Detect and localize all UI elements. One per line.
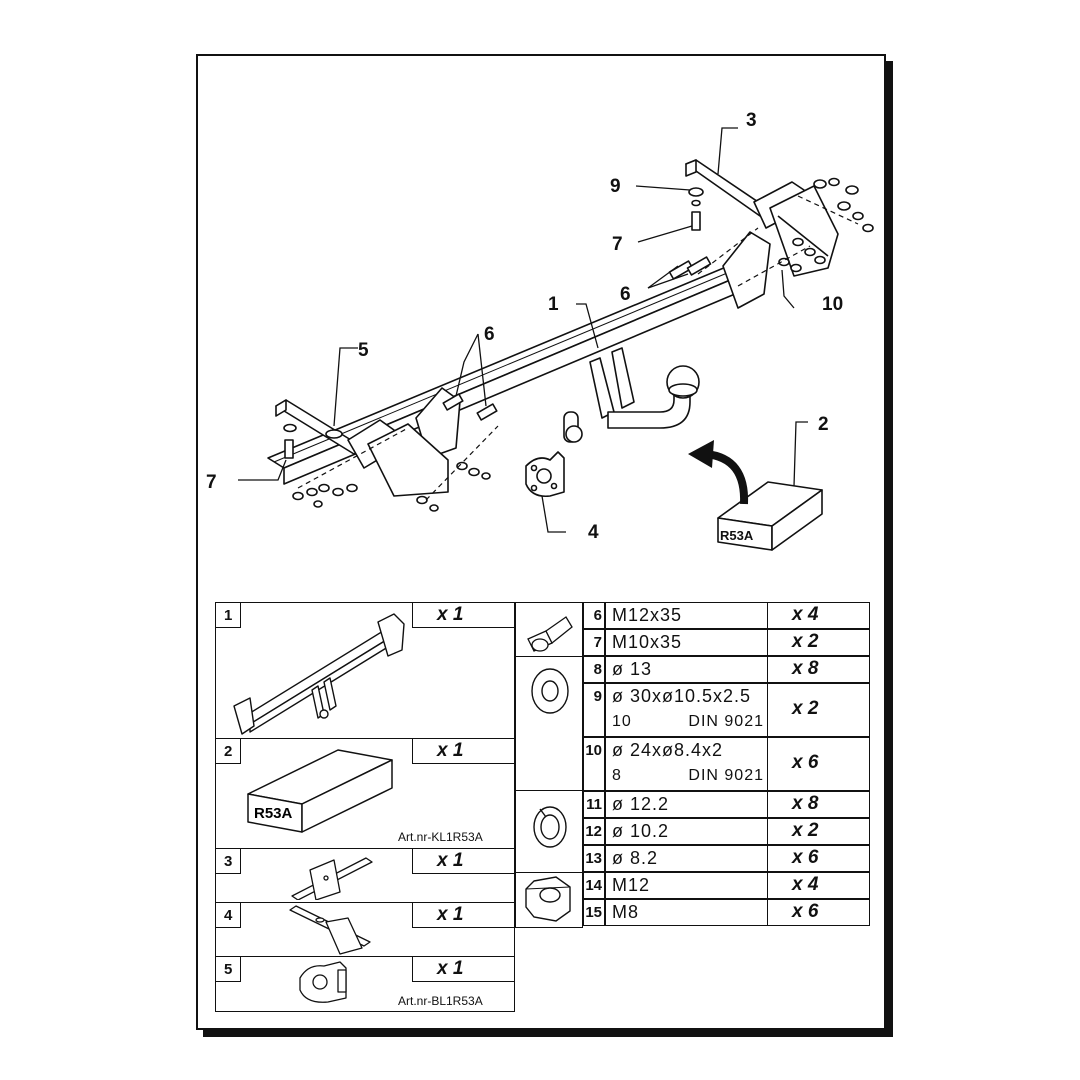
hardware-spec: ø 13: [612, 659, 653, 679]
hardware-quantity: x 2: [792, 698, 819, 719]
hardware-quantity: x 6: [792, 847, 819, 868]
callout-1: 1: [548, 294, 559, 315]
part-number: 2: [224, 743, 233, 760]
hardware-number: 8: [593, 661, 602, 678]
hardware-number: 12: [585, 823, 602, 840]
hex-nut-icon: [525, 876, 571, 922]
part-quantity: x 1: [437, 850, 464, 871]
hardware-spec: ø 8.2: [612, 848, 659, 868]
callout-7-left: 7: [206, 472, 217, 493]
kit-box-label: R53A: [720, 528, 754, 543]
hardware-row: ø 12.2: [605, 791, 769, 818]
part-quantity: x 1: [437, 904, 464, 925]
hardware-row: ø 13: [605, 656, 769, 683]
socket-plate-thumbnail: [299, 961, 347, 1003]
hardware-quantity: x 8: [792, 793, 819, 814]
hardware-spec: M8: [612, 902, 640, 922]
callout-9: 9: [610, 176, 621, 197]
hardware-number: 10: [585, 742, 602, 759]
hardware-spec: ø 24xø8.4x2: [612, 740, 724, 760]
hardware-spec: ø 30xø10.5x2.5: [612, 686, 752, 706]
kit-box-thumbnail: R53A: [247, 749, 393, 833]
callout-4: 5: [358, 340, 369, 361]
bracket-3-thumbnail: [291, 857, 373, 900]
kit-box-thumbnail-label: R53A: [254, 805, 293, 822]
hardware-left: [292, 461, 491, 512]
callout-3: 3: [746, 110, 757, 131]
article-number: Art.nr-KL1R53A: [398, 830, 483, 844]
hardware-quantity: x 4: [792, 874, 819, 895]
bracket-4-thumbnail: [289, 905, 371, 955]
instruction-sheet: 3 9 7 6 10 1 6 5 2 7 4 R53A 1 x 1: [196, 54, 886, 1030]
spring-washer-icon: [533, 806, 567, 848]
icon-cell-nut: [515, 872, 583, 928]
icon-cell-washer: [515, 656, 583, 792]
hardware-spec: M12x35: [612, 605, 683, 625]
exploded-assembly-drawing: 3 9 7 6 10 1 6 5 2 7 4 R53A: [206, 110, 874, 551]
hardware-quantity: x 4: [792, 604, 819, 625]
hardware-number: 9: [593, 688, 602, 705]
part-number: 5: [224, 961, 233, 978]
bracket-part-3: [685, 159, 839, 277]
hardware-spec: ø 12.2: [612, 794, 670, 814]
hardware-row: ø 10.2: [605, 818, 769, 845]
callout-5: 4: [588, 522, 599, 543]
hardware-spec-size: 10: [612, 713, 632, 730]
kit-box-part-2: [717, 481, 823, 551]
hardware-number: 11: [586, 796, 602, 813]
callout-10: 10: [822, 294, 843, 315]
callout-7-right: 7: [612, 234, 623, 255]
part-number: 4: [224, 907, 233, 924]
bolt-group-6-left: [442, 393, 498, 421]
hardware-spec-size: 8: [612, 767, 622, 784]
part-number: 3: [224, 853, 233, 870]
hardware-quantity: x 2: [792, 820, 819, 841]
hardware-quantity: x 6: [792, 752, 819, 773]
crossbar-thumbnail: [233, 613, 405, 735]
hardware-quantity: x 2: [792, 631, 819, 652]
hardware-row: ø 24xø8.4x2 8 DIN 9021: [605, 737, 769, 791]
hardware-row: M8: [605, 899, 769, 926]
callout-2: 2: [818, 414, 829, 435]
hardware-row: ø 30xø10.5x2.5 10 DIN 9021: [605, 683, 769, 737]
socket-plate-part-5: [525, 451, 565, 498]
part-number: 1: [224, 607, 233, 624]
hardware-number: 15: [585, 904, 602, 921]
part-quantity: x 1: [437, 740, 464, 761]
hardware-number: 7: [593, 634, 602, 651]
hardware-quantity: x 6: [792, 901, 819, 922]
hardware-right: [778, 177, 874, 273]
hardware-spec: ø 10.2: [612, 821, 670, 841]
bracket-part-4: [275, 399, 449, 497]
hardware-spec-standard: DIN 9021: [688, 713, 764, 730]
icon-cell-spring-washer: [515, 790, 583, 874]
hardware-row: M12x35: [605, 602, 769, 629]
hardware-quantity: x 8: [792, 658, 819, 679]
flat-washer-icon: [531, 668, 569, 714]
hardware-spec-standard: DIN 9021: [688, 767, 764, 784]
hardware-row: ø 8.2: [605, 845, 769, 872]
part-quantity: x 1: [437, 958, 464, 979]
hardware-number: 14: [585, 877, 602, 894]
hardware-row: M10x35: [605, 629, 769, 656]
hardware-row: M12: [605, 872, 769, 899]
callout-6-right: 6: [620, 284, 631, 305]
bolt-group-6-right: [668, 256, 712, 280]
hardware-spec: M10x35: [612, 632, 683, 652]
hardware-spec: M12: [612, 875, 651, 895]
part-quantity: x 1: [437, 604, 464, 625]
callout-6-left: 6: [484, 324, 495, 345]
hardware-number: 13: [585, 850, 602, 867]
bolt-icon: [527, 616, 573, 652]
article-number: Art.nr-BL1R53A: [398, 994, 483, 1008]
hardware-number: 6: [593, 607, 602, 624]
icon-cell-bolt: [515, 602, 583, 658]
